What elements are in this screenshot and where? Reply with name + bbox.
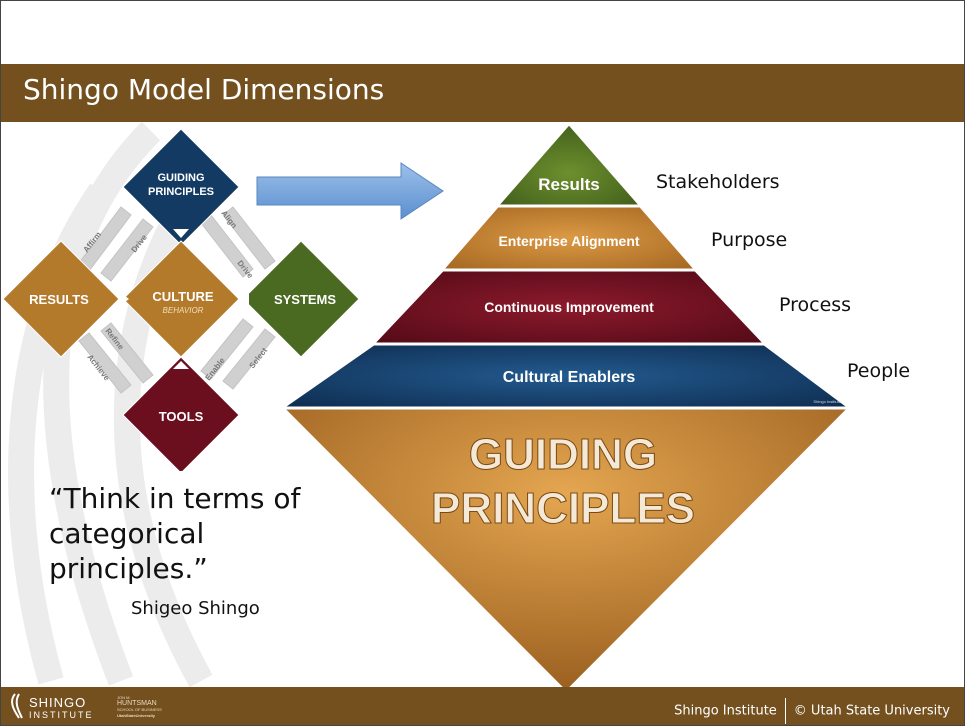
footer-bar bbox=[1, 687, 964, 725]
achieve-arrow bbox=[78, 332, 132, 394]
footer-credits: Shingo Institute © Utah State University bbox=[674, 698, 950, 724]
logo-shingo-text: SHINGO bbox=[29, 695, 86, 710]
systems-diamond bbox=[242, 240, 360, 358]
tier-cultural-enablers-label: Cultural Enablers bbox=[503, 369, 636, 386]
tools-diamond bbox=[122, 356, 240, 471]
shingo-pyramid: Results Enterprise Alignment Continuous … bbox=[283, 124, 849, 692]
continuous-improvement-tier bbox=[373, 270, 765, 344]
tier-results-label: Results bbox=[538, 175, 599, 194]
tier-guiding-line2: PRINCIPLES bbox=[431, 484, 695, 533]
enterprise-alignment-tier bbox=[442, 206, 696, 270]
slide-title: Shingo Model Dimensions bbox=[23, 73, 385, 106]
huntsman-line2: HUNTSMAN bbox=[117, 700, 157, 707]
right-arrow-icon bbox=[256, 162, 444, 220]
huntsman-line4: UtahStateUniversity bbox=[117, 713, 156, 718]
diamond-tools-label: TOOLS bbox=[159, 409, 204, 424]
guiding-principles-tier bbox=[283, 408, 849, 692]
footer-institute: Shingo Institute bbox=[674, 703, 777, 719]
shingo-logo-icon: SHINGO INSTITUTE JON M. HUNTSMAN SCHOOL … bbox=[11, 693, 162, 720]
diamond-behavior-label: BEHAVIOR bbox=[163, 306, 204, 315]
diamond-culture-label: CULTURE bbox=[152, 289, 213, 304]
quote-attribution: Shigeo Shingo bbox=[131, 598, 260, 619]
footer-separator bbox=[784, 698, 786, 724]
results-diamond bbox=[2, 240, 120, 358]
diamond-guiding-line1: GUIDING bbox=[157, 172, 204, 184]
footer-university: © Utah State University bbox=[793, 703, 950, 719]
diamond-systems-label: SYSTEMS bbox=[274, 292, 336, 307]
quote-text: “Think in terms of categorical principle… bbox=[49, 482, 301, 585]
drive-arrow-right bbox=[222, 206, 276, 270]
enable-arrow bbox=[200, 318, 254, 380]
drive-arrow-left bbox=[100, 218, 154, 282]
stakeholders-label: Stakeholders bbox=[656, 171, 780, 193]
diamond-guiding-line2: PRINCIPLES bbox=[148, 186, 214, 198]
process-label: Process bbox=[779, 294, 852, 316]
huntsman-line3: SCHOOL OF BUSINESS bbox=[117, 707, 162, 712]
purpose-label: Purpose bbox=[711, 229, 788, 251]
refine-arrow bbox=[100, 322, 154, 384]
tier-enterprise-alignment-label: Enterprise Alignment bbox=[498, 233, 639, 249]
tier-continuous-improvement-label: Continuous Improvement bbox=[484, 299, 654, 315]
title-bar bbox=[1, 64, 964, 122]
tier-guiding-line1: GUIDING bbox=[469, 430, 657, 479]
cultural-enablers-tier bbox=[283, 344, 849, 408]
logo-institute-text: INSTITUTE bbox=[29, 710, 94, 720]
huntsman-line1: JON M. bbox=[117, 695, 131, 700]
select-arrow bbox=[222, 328, 276, 390]
people-label: People bbox=[847, 360, 911, 382]
results-tier bbox=[497, 124, 641, 206]
shingo-diamond-model: Affirm Drive Align Drive Refine Achieve … bbox=[2, 128, 360, 471]
pyramid-watermark: Shingo Institute bbox=[813, 399, 841, 404]
diamond-results-label: RESULTS bbox=[29, 292, 89, 307]
